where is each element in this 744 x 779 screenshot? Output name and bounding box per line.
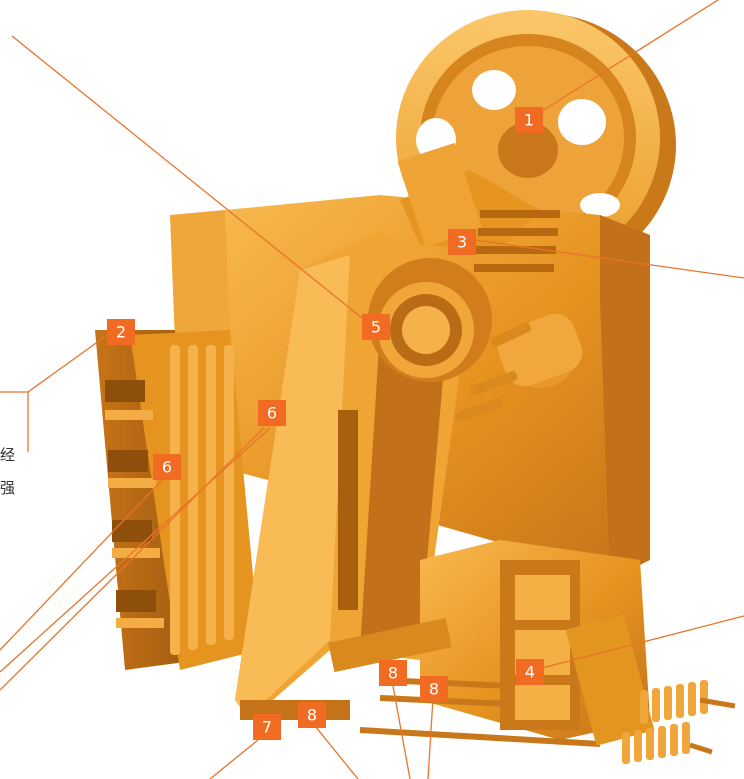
marker-1-label: 1	[524, 111, 534, 130]
marker-7-label: 7	[262, 718, 272, 737]
side-text-line-1: 经	[0, 446, 15, 464]
leader-5	[11, 35, 363, 319]
marker-4-label: 4	[525, 663, 535, 682]
leader-6b-2	[0, 427, 265, 691]
leader-2	[0, 332, 111, 393]
tension-springs-upper	[455, 322, 532, 423]
leader-1	[527, 0, 719, 121]
marker-6b: 6	[258, 400, 286, 426]
marker-8b-label: 8	[388, 664, 398, 683]
leader-6b-1	[0, 427, 271, 673]
marker-8b: 8	[379, 660, 407, 686]
eccentric-shaft-bearing	[368, 142, 583, 388]
marker-5: 5	[362, 314, 390, 340]
leader-3	[474, 239, 744, 279]
marker-8a-label: 8	[307, 706, 317, 725]
leader-6a	[0, 475, 167, 651]
machine-illustration	[95, 10, 736, 764]
leader-7	[209, 739, 259, 779]
marker-7: 7	[253, 714, 281, 740]
rear-springs	[565, 614, 736, 764]
leader-8b	[392, 685, 411, 779]
leader-4	[541, 615, 744, 669]
leader-8a	[314, 725, 359, 779]
side-text-line-2: 强	[0, 479, 15, 497]
marker-4: 4	[516, 659, 544, 685]
side-liner-plate	[95, 330, 260, 670]
marker-2-label: 2	[116, 323, 126, 342]
marker-8c-label: 8	[429, 680, 439, 699]
leader-8c	[427, 697, 434, 779]
marker-5-label: 5	[371, 318, 381, 337]
marker-1: 1	[515, 107, 543, 133]
marker-3-label: 3	[457, 233, 467, 252]
marker-6b-label: 6	[267, 404, 277, 423]
marker-3: 3	[448, 229, 476, 255]
marker-8a: 8	[298, 702, 326, 728]
marker-8c: 8	[420, 676, 448, 702]
marker-6a: 6	[153, 454, 181, 480]
marker-6a-label: 6	[162, 458, 172, 477]
marker-2: 2	[107, 319, 135, 345]
